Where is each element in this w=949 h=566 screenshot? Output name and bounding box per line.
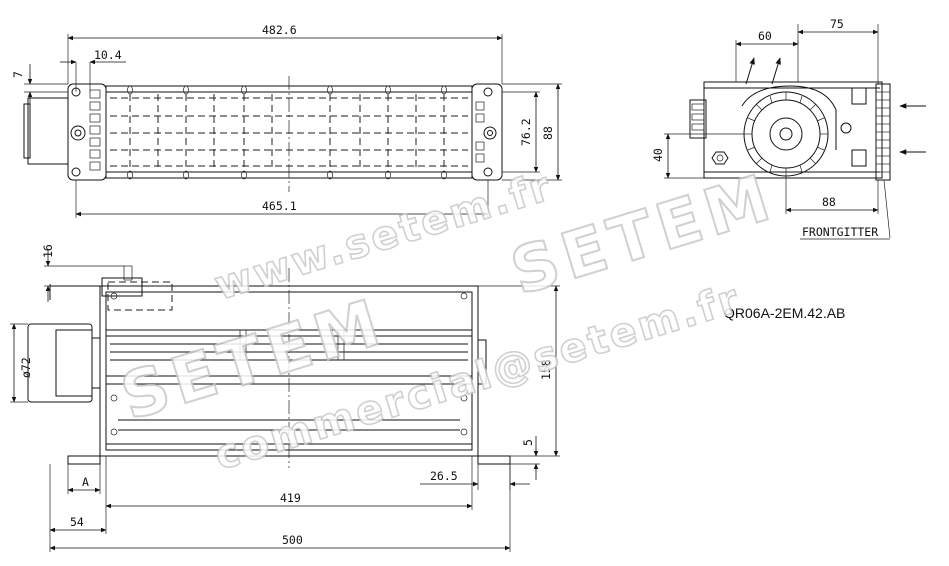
dim-width-75: 75	[830, 17, 844, 31]
front-right-foot	[477, 455, 511, 465]
dim-label-a: A	[82, 475, 89, 489]
dim-foot-thickness: 5	[521, 439, 535, 446]
dim-rotor-length: 419	[280, 491, 301, 505]
dim-motor-offset: 54	[70, 515, 84, 529]
dim-mount-pitch: 465.1	[262, 199, 297, 213]
front-terminal-box	[101, 277, 143, 297]
front-view: 16 ø72 158 5 26.5 A 419	[10, 244, 560, 552]
dim-motor-diameter: ø72	[19, 357, 33, 378]
watermark-url: www.setem.fr	[209, 163, 558, 310]
end-housing	[703, 81, 883, 179]
end-scroll	[741, 85, 837, 150]
top-motor-block	[27, 97, 69, 165]
dim-top-offset: 16	[41, 244, 55, 258]
end-hex-nut	[711, 151, 729, 165]
top-right-endplate	[471, 83, 503, 181]
front-motor	[27, 323, 93, 403]
dim-overall-length: 482.6	[262, 23, 297, 37]
dim-offset-edge: 7	[11, 71, 25, 78]
dim-inner-height: 76.2	[519, 118, 533, 146]
front-left-foot	[67, 455, 101, 465]
model-code: QR06A-2EM.42.AB	[724, 305, 845, 321]
end-terminal-block	[689, 99, 707, 139]
dim-width-60: 60	[758, 29, 772, 43]
dim-offset-small: 10.4	[94, 48, 122, 62]
top-view: 482.6 10.4 7 76.2 88 465.1	[11, 23, 562, 218]
dim-foot-offset: 26.5	[430, 469, 458, 483]
end-view: 60 75 40 88 FRONTGITTER	[651, 17, 926, 240]
airflow-out-arrow	[771, 57, 781, 85]
watermark: www.setem.fr SETEM SETEM commercial@sete…	[112, 159, 785, 480]
dim-total-length: 500	[282, 533, 303, 547]
airflow-out-arrow	[745, 57, 755, 85]
front-grille-label: FRONTGITTER	[802, 225, 878, 239]
dim-total-height: 158	[539, 359, 553, 380]
dim-outer-height: 88	[541, 126, 555, 140]
dim-depth-88: 88	[822, 195, 836, 209]
dim-height-40: 40	[651, 148, 665, 162]
